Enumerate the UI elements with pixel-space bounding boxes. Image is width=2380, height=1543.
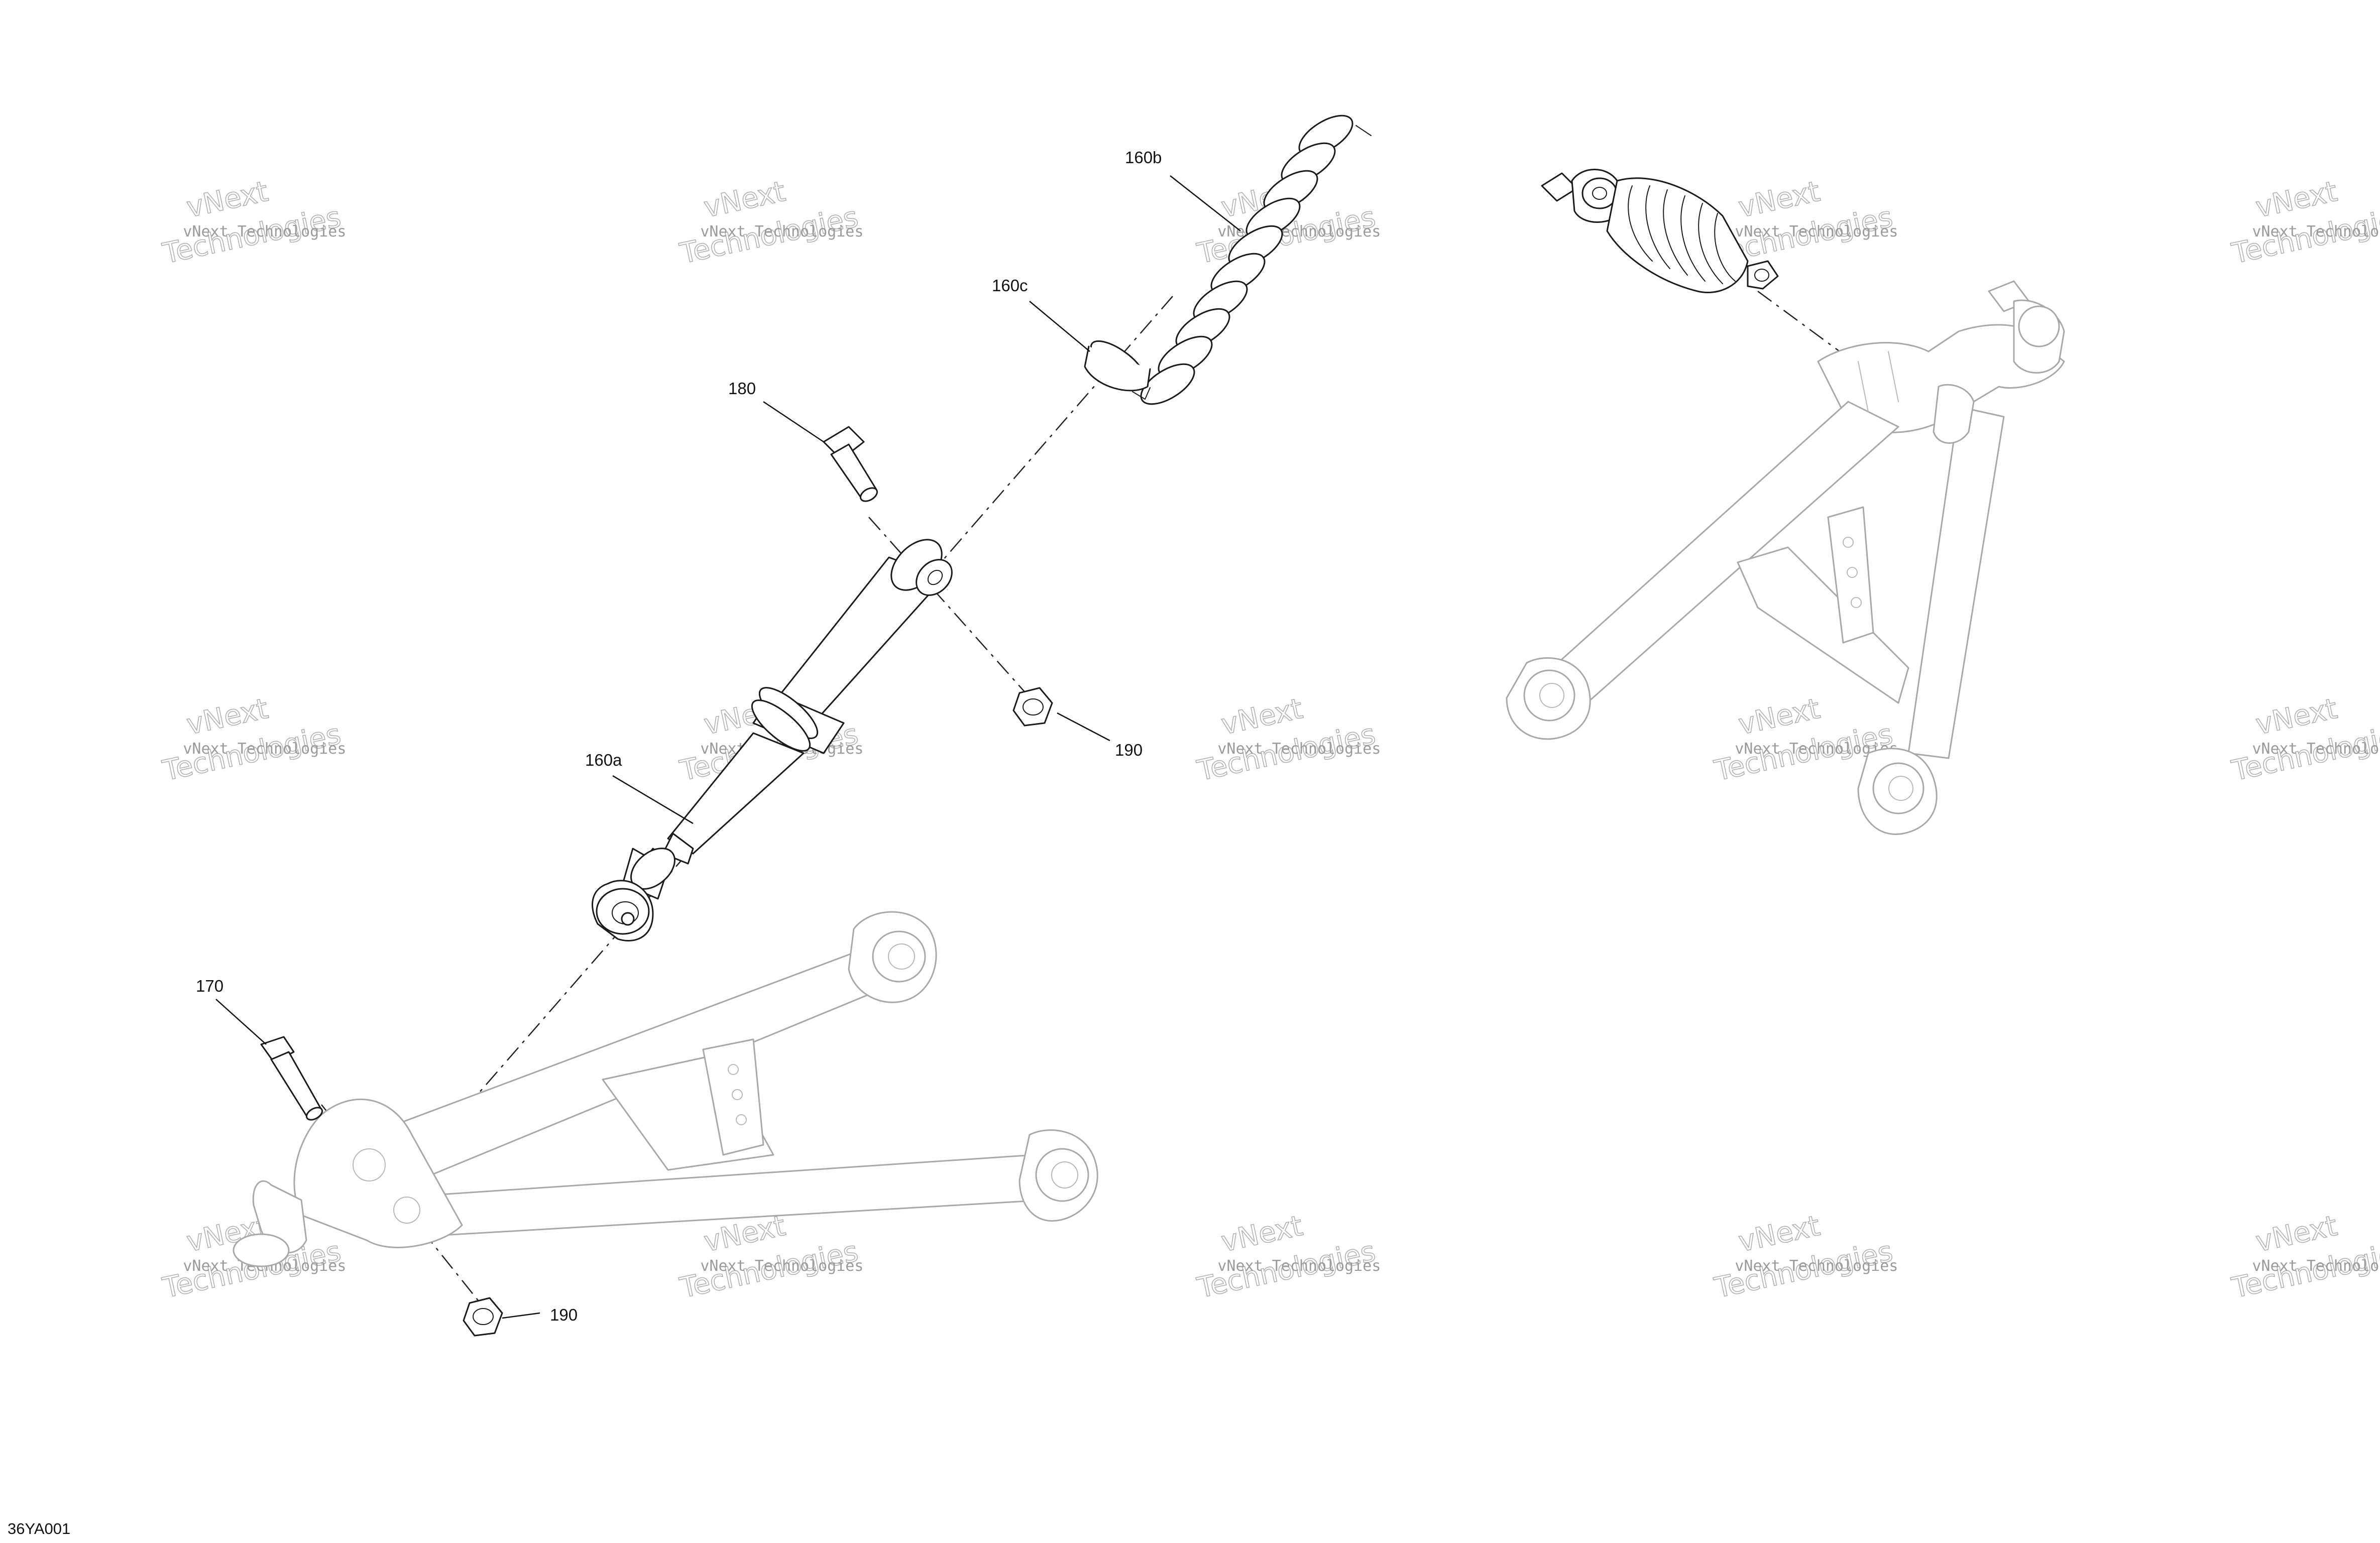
watermark-brand-top: vNext [2253, 175, 2340, 224]
watermark-company: vNext Technologies [183, 223, 346, 241]
upper-mount-bolt [823, 426, 878, 502]
watermark-company: vNext Technologies [183, 740, 346, 758]
watermark-brand-top: vNext [1736, 692, 1823, 742]
coil-spring [1140, 114, 1372, 405]
watermark-company: vNext Technologies [700, 223, 863, 241]
upper-mount-nut [1012, 687, 1053, 727]
watermark-brand-top: vNext [701, 175, 788, 224]
watermark-company: vNext Technologies [2252, 740, 2380, 758]
watermark-company: vNext Technologies [700, 1257, 863, 1275]
watermark-company: vNext Technologies [1217, 1257, 1381, 1275]
assembled-control-arm [1506, 280, 2065, 835]
watermark-brand-top: vNext [1218, 1210, 1306, 1259]
watermark-brand-top: vNext [1736, 175, 1823, 224]
watermark-brand-top: vNext [184, 692, 271, 742]
lower-mount-nut [463, 1297, 503, 1337]
assembled-view-right [1506, 169, 2065, 835]
callout-170: 170 [196, 977, 223, 995]
watermark-brand-top: vNext [1218, 692, 1306, 742]
lower-mount-bolt [260, 1036, 323, 1121]
exploded-view-left: 160b 160c 180 190 160a 170 190 [196, 114, 1372, 1337]
callout-190-lower: 190 [550, 1305, 578, 1324]
callout-160a: 160a [585, 751, 622, 769]
shock-absorber [592, 539, 953, 941]
watermark-company: vNext Technologies [2252, 1257, 2380, 1275]
callout-160c: 160c [992, 276, 1028, 295]
assembled-shock-spring [1541, 169, 1779, 293]
watermark-brand-top: vNext [1736, 1210, 1823, 1259]
callout-190-upper: 190 [1115, 741, 1143, 759]
lower-control-arm [233, 911, 1098, 1267]
watermark-company: vNext Technologies [1735, 223, 1898, 241]
watermark-company: vNext Technologies [2252, 223, 2380, 241]
spring-seat [1084, 340, 1151, 400]
watermark-brand-top: vNext [2253, 692, 2340, 742]
watermark-company: vNext Technologies [1735, 1257, 1898, 1275]
callout-160b: 160b [1125, 148, 1162, 167]
watermark-brand-top: vNext [184, 175, 271, 224]
assembly-axis-upper-bolt [868, 517, 1035, 703]
watermark-brand-top: vNext [2253, 1210, 2340, 1259]
callout-180: 180 [728, 379, 756, 398]
figure-reference: 36YA001 [8, 1520, 70, 1537]
watermark-company: vNext Technologies [1217, 740, 1381, 758]
